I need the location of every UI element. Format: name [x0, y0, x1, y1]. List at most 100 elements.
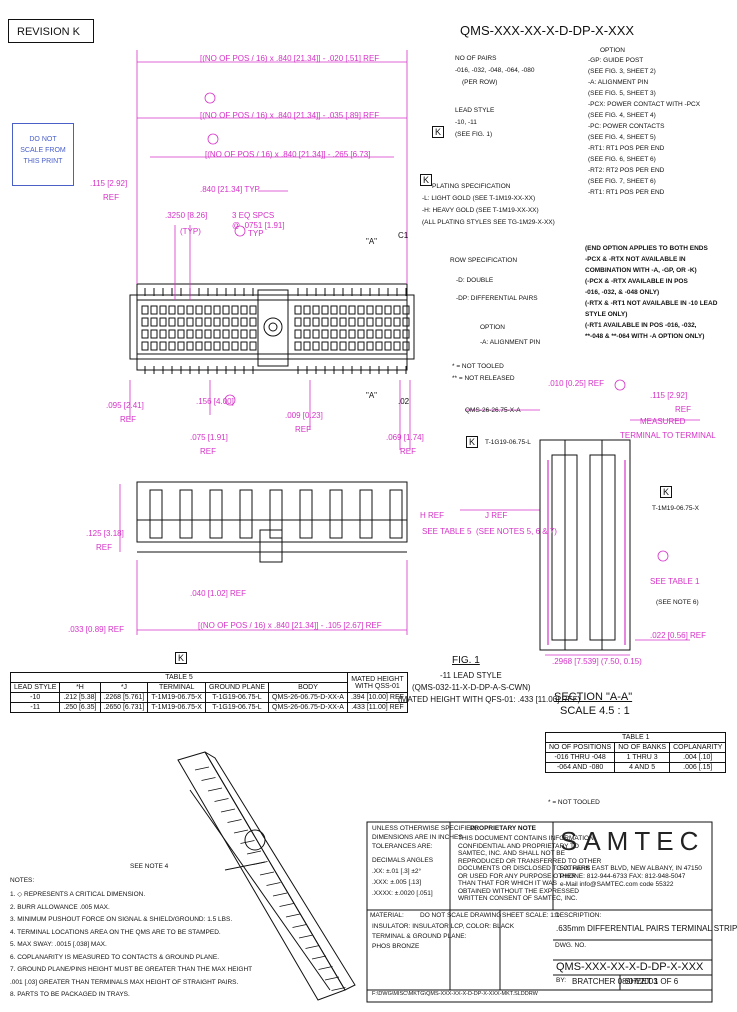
dim-11: .075 [1.91] — [190, 433, 228, 442]
contact-pad — [375, 317, 383, 327]
sheet-number: SHEET 1 OF 6 — [625, 977, 679, 986]
contact-pad — [312, 317, 320, 327]
iso-contact — [272, 892, 288, 897]
alignment-pin: -A: ALIGNMENT PIN — [480, 339, 541, 346]
table5-cell: .2650 [6.731] — [99, 702, 149, 713]
contact-pad — [357, 317, 365, 327]
dim-7: 3 EQ SPCS — [232, 211, 275, 220]
table5-cell: .212 [5.38] — [59, 692, 101, 703]
fig1-line-3: (MATED HEIGHT WITH QFS-01: .433 [11.00] … — [398, 695, 581, 704]
contact-pad — [312, 305, 320, 315]
option-line: -PCX: POWER CONTACT WITH -PCX — [588, 101, 701, 108]
note-line-3: THIS PRINT — [23, 158, 63, 165]
contact-pad — [186, 305, 194, 315]
contact-pad — [159, 305, 167, 315]
contact-pad — [141, 341, 149, 351]
dim-9: .156 [4.00] — [196, 397, 234, 406]
revision-k-marker: K — [432, 126, 444, 138]
per-row: (PER ROW) — [462, 79, 498, 86]
iso-contact — [298, 934, 314, 939]
iso-contact — [207, 787, 223, 792]
iso-contact — [311, 955, 327, 960]
table5-header: BODY — [268, 682, 348, 693]
lead-style-values: -10, -11 — [455, 119, 477, 126]
contact-pad — [303, 329, 311, 339]
table1-cell: .006 [.15] — [669, 762, 727, 773]
option-line: (SEE FIG. 6, SHEET 6) — [588, 156, 656, 163]
side-contact — [329, 489, 343, 539]
option-line: (SEE FIG. 4, SHEET 5) — [588, 134, 656, 141]
t1m-label: T-1M19-06.75-X — [652, 505, 699, 512]
side-contact — [389, 489, 403, 539]
contact-pad — [366, 317, 374, 327]
table1-footer: * = NOT TOOLED — [548, 799, 600, 806]
contact-pad — [150, 317, 158, 327]
table1-header: NO OF POSITIONS — [544, 742, 616, 753]
dim-8-ref: REF — [120, 415, 136, 424]
unless-line: TOLERANCES ARE: — [372, 843, 433, 850]
address-line: e-Mail info@SAMTEC.com code 55322 — [560, 881, 674, 888]
contact-pad — [375, 329, 383, 339]
dim-02: .02 — [398, 397, 410, 406]
note-line: 4. TERMINAL LOCATIONS AREA ON THE QMS AR… — [10, 928, 221, 936]
table5-header: TERMINAL — [147, 682, 206, 693]
tolerance-line: .XX: ±.01 [.3] ±2° — [372, 868, 422, 875]
contact-pad — [402, 341, 410, 351]
contact-pad — [312, 341, 320, 351]
dwg-no-value: QMS-XXX-XX-X-D-DP-X-XXX — [556, 961, 704, 973]
diff-pairs: -DP: DIFFERENTIAL PAIRS — [456, 295, 538, 302]
contact-pad — [168, 305, 176, 315]
dwg-no-label: DWG. NO. — [555, 942, 587, 949]
terminal-to-terminal: TERMINAL TO TERMINAL — [620, 431, 716, 440]
contact-pad — [222, 329, 230, 339]
description-value: .635mm DIFFERENTIAL PAIRS TERMINAL STRIP — [556, 924, 737, 933]
table-row: -10.212 [5.38].2268 [5.761]T-1M19-06.75-… — [9, 692, 408, 703]
iso-contact — [259, 871, 275, 876]
tolerance-line: .XXX: ±.005 [.13] — [372, 879, 422, 886]
dim-5-ref: REF — [103, 193, 119, 202]
side-contact — [149, 489, 163, 539]
contact-pad — [348, 317, 356, 327]
tolerance-line: DECIMALS ANGLES — [372, 857, 434, 864]
iso-contact — [331, 987, 346, 991]
contact-pad — [186, 341, 194, 351]
proprietary-line: REPRODUCED OR TRANSFERRED TO OTHER — [458, 857, 602, 865]
dim-6: .3250 [8.26] — [165, 211, 208, 220]
proprietary-line: DOCUMENTS OR DISCLOSED TO OTHERS — [458, 865, 591, 872]
contact-pad — [339, 317, 347, 327]
table5-cell: T-1M19-06.75-X — [147, 702, 206, 713]
contact-pad — [375, 341, 383, 351]
table5-cell: .433 [11.00] REF — [346, 702, 408, 713]
material-line: PHOS BRONZE — [372, 943, 420, 950]
sheet-scale: SHEET SCALE: 1:1 — [502, 912, 560, 919]
table1-cell: .004 [.10] — [669, 752, 727, 763]
end-option-line: -016, -032, & -048 ONLY) — [585, 289, 660, 296]
section-a-bottom: "A" — [366, 391, 378, 400]
contact-pad — [213, 317, 221, 327]
note-line-1: DO NOT — [29, 136, 57, 143]
iso-contact — [285, 913, 301, 918]
iso-contact — [246, 850, 262, 855]
contact-pad — [294, 329, 302, 339]
note-line: 8. PARTS TO BE PACKAGED IN TRAYS. — [10, 991, 130, 998]
iso-contact — [233, 829, 249, 834]
contact-pad — [222, 305, 230, 315]
dim-7b: @ .0751 [1.91] — [232, 221, 285, 230]
material-line: INSULATOR: INSULATOR LCP, COLOR: BLACK — [372, 923, 515, 930]
iso-contact — [266, 882, 281, 886]
option-2: OPTION — [480, 324, 505, 331]
dim-13-ref: REF — [96, 543, 112, 552]
proprietary-title: PROPRIETARY NOTE — [470, 825, 536, 832]
drawing-sheet — [119, 50, 713, 1003]
option-line: -GP: GUIDE POST — [588, 57, 644, 64]
contact-pad — [222, 341, 230, 351]
contact-pad — [177, 305, 185, 315]
contact-pad — [195, 329, 203, 339]
contact-pad — [393, 317, 401, 327]
contact-pad — [330, 317, 338, 327]
end-option-line: (-RT1 AVAILABLE IN POS -016, -032, — [585, 322, 697, 329]
contact-pad — [339, 329, 347, 339]
contact-pad — [213, 305, 221, 315]
